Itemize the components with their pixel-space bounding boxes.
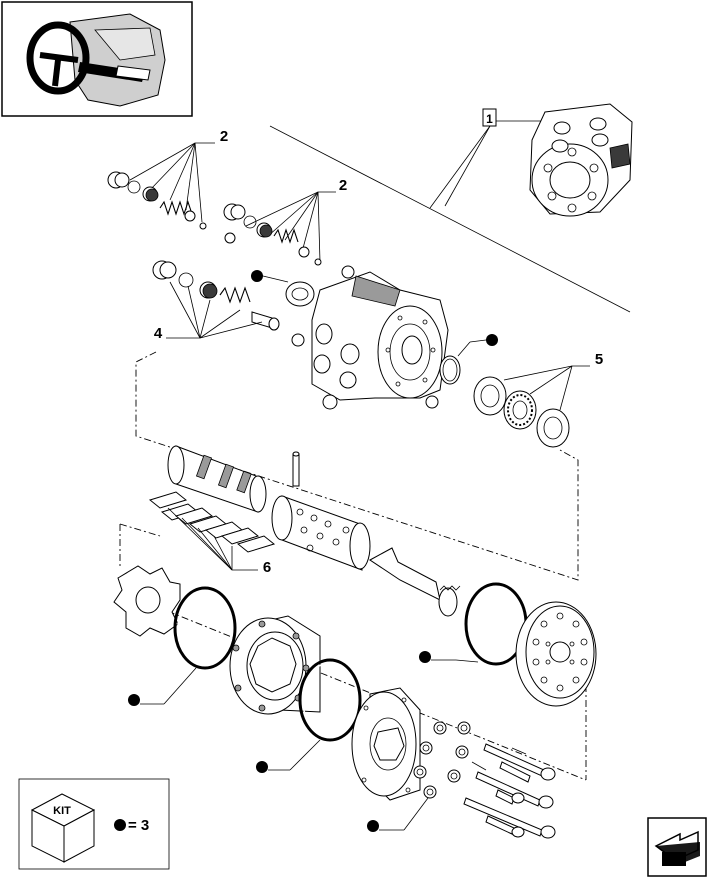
sleeve — [271, 495, 371, 571]
kit-bullet-icon — [251, 270, 263, 282]
kit-label: KIT — [53, 805, 71, 817]
gerotor-ring — [229, 615, 321, 715]
callout-5-label: 5 — [595, 351, 603, 368]
valve-set-lower — [152, 260, 280, 331]
spool-sleeve-envelope — [135, 351, 579, 581]
callout-4-label: 4 — [154, 325, 163, 342]
steering-unit-reference — [529, 103, 633, 217]
callout-1-box — [482, 108, 497, 127]
callout-6-group: 6 — [167, 507, 271, 576]
kit-cube-icon — [30, 793, 96, 863]
gerotor-star — [113, 565, 181, 637]
steering-valve-housing — [291, 271, 449, 410]
gerotor-envelope — [119, 523, 587, 781]
washer-set — [413, 721, 471, 799]
distributor-plate — [515, 601, 597, 707]
callout-2a-label: 2 — [220, 128, 228, 145]
spool — [167, 445, 267, 513]
kit-equals-text: = 3 — [128, 817, 149, 834]
callout-6-label: 6 — [263, 559, 271, 576]
valve-set-upper-left — [107, 171, 207, 230]
kit-bullet-icon — [256, 761, 268, 773]
kit-bullet-icon — [367, 820, 379, 832]
cardan-shaft — [369, 547, 461, 617]
seal-ring-right — [439, 334, 498, 385]
callout-2b-label: 2 — [339, 177, 347, 194]
kit-legend: KIT = 3 — [18, 778, 170, 870]
next-page-arrow-icon — [654, 830, 700, 866]
o-ring-center — [256, 658, 362, 773]
bolt-set — [463, 743, 556, 839]
kit-bullet-icon — [419, 651, 431, 663]
spring-upper-left — [159, 200, 193, 216]
thumbnail-frame — [1, 1, 193, 117]
callout-2a-group: 2 — [129, 128, 228, 223]
steering-wheel-icon — [26, 13, 166, 107]
centering-pin — [292, 451, 300, 487]
callout-5-group: 5 — [503, 351, 603, 411]
kit-bullet-icon — [486, 334, 498, 346]
centering-springs — [148, 491, 276, 553]
washer-bullet — [367, 797, 429, 832]
kit-bullet-icon — [114, 819, 126, 831]
callout-2b-group: 2 — [245, 177, 347, 263]
seal-upper — [251, 270, 315, 307]
assembly-line-top — [269, 125, 631, 313]
end-cover — [351, 687, 421, 801]
valve-set-center — [223, 203, 355, 279]
kit-bullet-icon — [128, 694, 140, 706]
thrust-bearing-set — [473, 376, 570, 448]
o-ring-left — [128, 586, 237, 706]
callout-1-group: 1 — [429, 108, 545, 209]
callout-1-label: 1 — [486, 112, 493, 126]
callout-4-group: 4 — [154, 281, 263, 342]
next-page-button[interactable] — [647, 817, 707, 877]
